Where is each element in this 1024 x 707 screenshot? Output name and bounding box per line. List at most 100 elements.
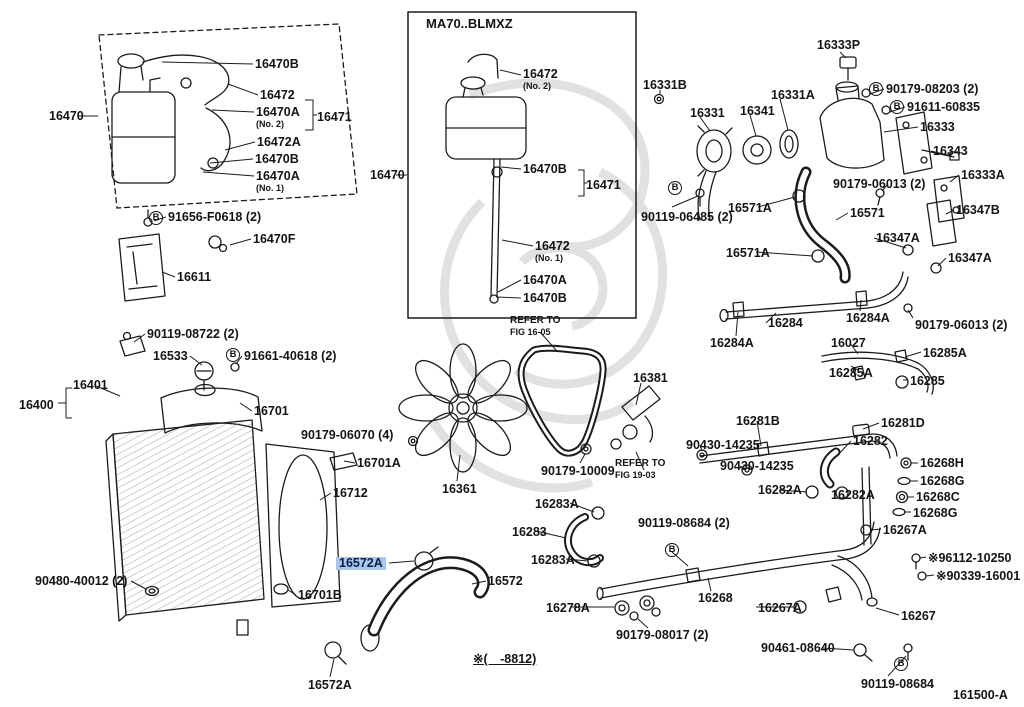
part-number-label: 90119-06485 (2) [641,210,733,224]
part-number-label: 16347B [956,203,1000,217]
part-number-label: 16268G [913,506,958,520]
part-number-label: 16333 [920,120,955,134]
part-number-label: 90430-14235 [686,438,760,452]
bolt-size-marker: B [890,100,904,114]
part-number-label: 16472A [257,135,301,149]
applicability-note: ※( -8812) [473,652,537,666]
part-number-label: 90119-08684 [861,677,934,691]
part-number-label: 90179-08203 (2) [886,82,979,96]
part-number-label: 16712 [333,486,368,500]
part-number-label: 16282A [831,488,875,502]
part-number-label: 16331 [690,106,725,120]
part-number-label[interactable]: 16572A [336,556,386,571]
part-number-label: 90430-14235 [720,459,794,473]
part-number-label: 16281D [881,416,925,430]
part-number-label: 16470 [370,168,405,182]
part-number-label: 91611-60835 [907,100,980,114]
part-number-label: 16470B [523,162,567,176]
part-number-label: ※90339-16001 [936,569,1021,583]
part-number-label: 16268H [920,456,964,470]
part-number-label: 16284A [710,336,754,350]
part-number-label: 16267 [901,609,936,623]
part-number-label: 16267A [883,523,927,537]
part-number-label: 16571A [726,246,770,260]
part-number-label: 16471 [586,178,621,192]
part-number-label: 16571A [728,201,772,215]
part-number-label: 16331B [643,78,687,92]
part-number-sublabel: (No. 2) [256,119,284,130]
part-number-label: 16470A [523,273,567,287]
part-number-label: 16347A [876,231,920,245]
part-number-label: 16472 [260,88,295,102]
part-number-label: 16472(No. 2) [523,67,558,92]
part-number-label: 16572A [308,678,352,692]
part-number-label: ※96112-10250 [928,551,1012,565]
part-number-label: 16281B [736,414,780,428]
part-number-label: 16470B [523,291,567,305]
part-number-label: 16347A [948,251,992,265]
part-number-label: 16027 [831,336,866,350]
drawing-number: 161500-A [953,688,1008,702]
part-number-label: 16701B [298,588,342,602]
part-number-label: 16268C [916,490,960,504]
part-number-label: 16470A(No. 1) [256,169,300,194]
part-number-sublabel: (No. 1) [256,183,284,194]
part-number-sublabel: (No. 2) [523,81,551,92]
part-number-label: 90179-08017 (2) [616,628,709,642]
part-number-label: 16268 [698,591,733,605]
part-number-label: 90119-08684 (2) [638,516,730,530]
part-number-label: 90179-10009 [541,464,615,478]
part-number-label: 16470 [49,109,84,123]
part-number-label: 16361 [442,482,477,496]
part-number-label: 16283 [512,525,547,539]
part-number-label: 16701 [254,404,289,418]
part-number-label: 16470B [255,57,299,71]
part-number-label: 16278A [546,601,590,615]
leader-lines [58,51,960,678]
bolt-size-marker: B [149,211,163,225]
part-number-sublabel: FIG 16-05 [510,326,551,337]
inset-title: MA70..BLMXZ [426,16,513,31]
part-number-label: 16333P [817,38,861,52]
part-number-sublabel: FIG 19-03 [615,469,656,480]
part-number-label: 16400 [19,398,54,412]
part-number-label: 90461-08640 [761,641,835,655]
bolt-size-marker: B [869,82,883,96]
part-number-label: 16701A [357,456,401,470]
part-number-label: 91661-40618 (2) [244,349,337,363]
part-number-label: 16533 [153,349,188,363]
part-number-label: 16381 [633,371,668,385]
part-number-label: 16283A [535,497,579,511]
part-number-label: 16282 [853,434,888,448]
bolt-size-marker: B [226,348,240,362]
part-number-label: 16284A [846,311,890,325]
part-number-label: 16285A [923,346,967,360]
part-number-label: 16268G [920,474,965,488]
part-number-sublabel: (No. 1) [535,253,563,264]
bolt-size-marker: B [665,543,679,557]
part-number-label: 90179-06070 (4) [301,428,394,442]
part-number-label: 16470A(No. 2) [256,105,300,130]
bolt-size-marker: B [894,657,908,671]
part-number-label: 16267A [758,601,802,615]
part-number-label: 16472(No. 1) [535,239,570,264]
part-number-label: 16401 [73,378,108,392]
part-number-label: 90179-06013 (2) [833,177,926,191]
part-number-label: 90179-06013 (2) [915,318,1008,332]
part-number-label: 90480-40012 (2) [35,574,128,588]
part-number-label: 16341 [740,104,775,118]
part-number-label: 16283A [531,553,575,567]
part-number-label: 16571 [850,206,885,220]
part-number-label: 91656-F0618 (2) [168,210,262,224]
part-number-label: 16331A [771,88,815,102]
part-number-label: 16470B [255,152,299,166]
watermark [428,78,668,493]
part-number-label: 16471 [317,110,352,124]
part-number-label: 16572 [488,574,523,588]
part-number-label: 90119-08722 (2) [147,327,239,341]
